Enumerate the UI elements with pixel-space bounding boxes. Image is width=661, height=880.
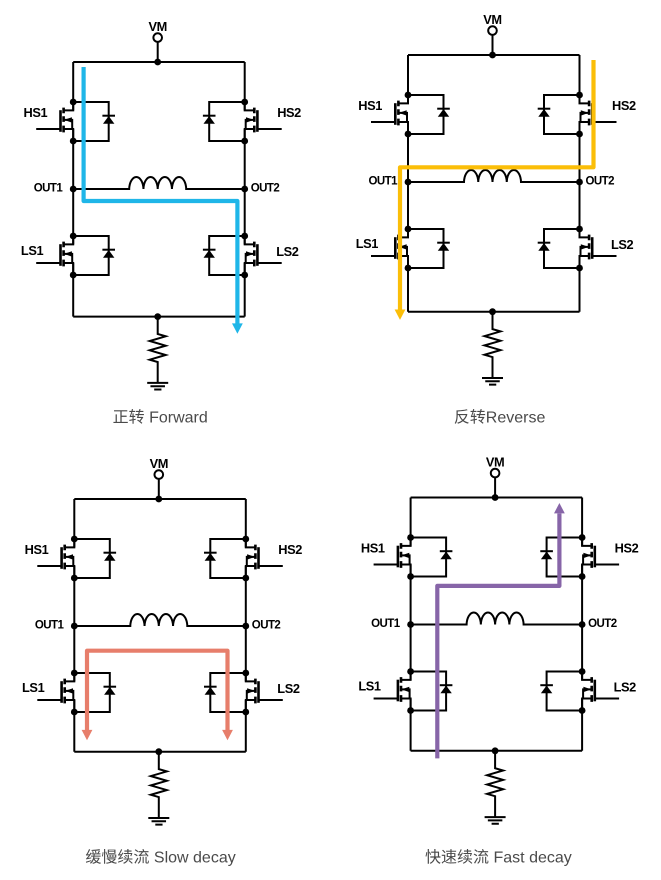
svg-text:HS1: HS1 — [358, 98, 382, 113]
svg-text:VM: VM — [483, 12, 501, 27]
svg-text:OUT1: OUT1 — [371, 618, 401, 630]
svg-text:OUT1: OUT1 — [35, 620, 65, 632]
svg-text:LS2: LS2 — [611, 237, 634, 252]
svg-text:OUT1: OUT1 — [369, 176, 399, 188]
svg-text:VM: VM — [486, 455, 504, 470]
svg-text:LS2: LS2 — [276, 244, 299, 259]
svg-text:OUT2: OUT2 — [588, 618, 617, 630]
svg-text:LS1: LS1 — [358, 679, 381, 694]
svg-text:LS1: LS1 — [22, 680, 45, 695]
svg-text:Reverse: Reverse — [486, 410, 546, 427]
svg-text:OUT2: OUT2 — [251, 183, 280, 195]
svg-text:LS2: LS2 — [277, 681, 300, 696]
svg-text:HS1: HS1 — [361, 541, 385, 556]
svg-text:LS1: LS1 — [21, 243, 44, 258]
svg-text:Forward: Forward — [149, 410, 208, 427]
svg-text:VM: VM — [150, 456, 168, 471]
svg-text:OUT2: OUT2 — [586, 176, 615, 188]
svg-text:OUT1: OUT1 — [34, 183, 64, 195]
svg-text:LS2: LS2 — [614, 680, 637, 695]
svg-text:Fast decay: Fast decay — [494, 850, 572, 867]
svg-text:VM: VM — [148, 19, 166, 34]
svg-text:HS2: HS2 — [612, 98, 636, 113]
svg-text:HS1: HS1 — [23, 105, 47, 120]
svg-text:LS1: LS1 — [356, 236, 379, 251]
svg-text:Slow decay: Slow decay — [154, 850, 236, 867]
svg-text:HS1: HS1 — [25, 542, 49, 557]
svg-text:HS2: HS2 — [615, 541, 639, 556]
svg-text:OUT2: OUT2 — [252, 620, 281, 632]
svg-text:HS2: HS2 — [277, 105, 301, 120]
svg-text:HS2: HS2 — [278, 542, 302, 557]
